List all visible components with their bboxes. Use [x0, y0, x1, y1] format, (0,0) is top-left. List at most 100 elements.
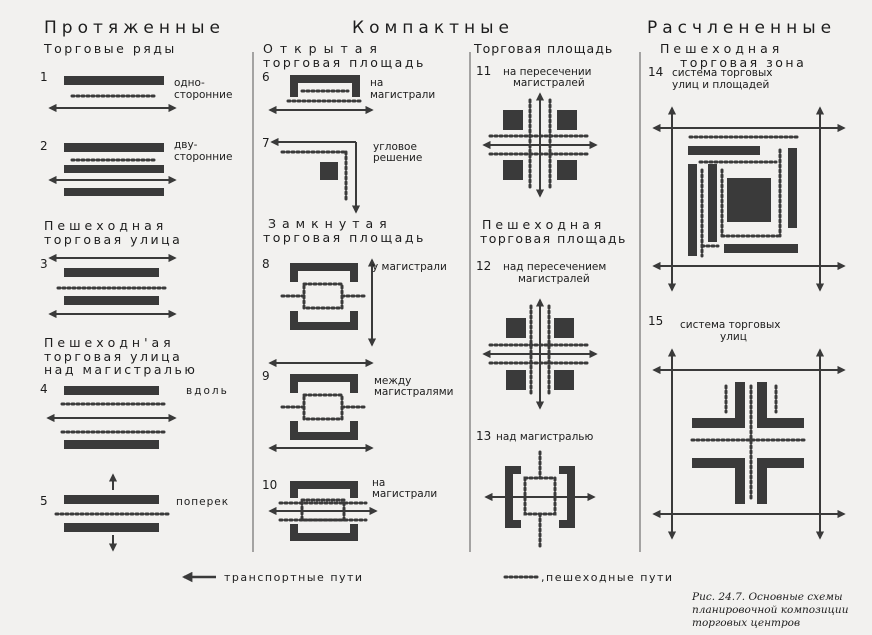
shop-block	[64, 386, 159, 395]
scheme-number: 5	[40, 494, 48, 508]
shop-block	[688, 164, 697, 256]
legend-transport-label: транспортные пути	[224, 571, 364, 584]
section-ped-over-3: над магистралью	[44, 362, 197, 377]
shop-block	[692, 458, 745, 504]
scheme-13: 13 над магистралью	[476, 429, 596, 550]
scheme-number: 3	[40, 257, 48, 271]
scheme-number: 4	[40, 382, 48, 396]
shop-block	[290, 263, 358, 282]
scheme-number: 15	[648, 314, 663, 328]
scheme-number: 6	[262, 70, 270, 84]
scheme-label: на пересечении	[503, 66, 592, 78]
section-ped-over-1: Пешеходн'ая	[44, 335, 175, 350]
scheme-label: поперек	[176, 496, 229, 508]
section-ped-zone-1: Пешеходная	[660, 41, 783, 56]
scheme-label: улиц и площадей	[672, 79, 769, 91]
shop-block	[290, 421, 358, 440]
scheme-label: магистралей	[518, 273, 590, 285]
scheme-label: у магистрали	[372, 261, 447, 273]
scheme-label: между	[374, 375, 411, 387]
header-compact: Компактные	[352, 18, 514, 38]
scheme-label: магистралями	[374, 386, 453, 398]
scheme-number: 2	[40, 139, 48, 153]
shop-block	[290, 524, 358, 541]
shop-block	[64, 495, 159, 504]
shop-block	[290, 311, 358, 330]
scheme-number: 8	[262, 257, 270, 271]
scheme-number: 7	[262, 136, 270, 150]
scheme-label: над магистралью	[496, 431, 593, 443]
caption-line: торговых центров	[692, 617, 800, 629]
scheme-number: 14	[648, 65, 663, 79]
shop-block	[64, 523, 159, 532]
scheme-label: система торговых	[680, 319, 780, 331]
shop-block	[64, 268, 159, 277]
shop-block	[554, 318, 574, 338]
shop-block	[290, 374, 358, 393]
scheme-label: над пересечением	[503, 261, 606, 273]
scheme-number: 10	[262, 478, 277, 492]
caption-line: Рис. 24.7. Основные схемы	[691, 591, 843, 603]
scheme-10: 10 на магистрали	[262, 477, 437, 541]
shop-block	[506, 370, 526, 390]
shop-block	[557, 110, 577, 130]
pedestrian-square	[302, 282, 344, 310]
scheme-label: магистрали	[370, 89, 435, 101]
shop-block	[708, 164, 717, 242]
scheme-label: сторонние	[174, 89, 232, 101]
shop-block	[64, 76, 164, 85]
section-ped-street-2: торговая улица	[44, 232, 182, 247]
caption-line: планировочной композиции	[692, 604, 849, 616]
shop-block	[290, 75, 360, 83]
scheme-label: сторонние	[174, 151, 232, 163]
scheme-number: 1	[40, 70, 48, 84]
scheme-label: на	[372, 477, 385, 489]
section-closed-square-1: Замкнутая	[268, 216, 393, 231]
scheme-number: 12	[476, 259, 491, 273]
scheme-15: 15 система торговых улиц	[648, 314, 846, 540]
scheme-12: 12 над пересечением магистралей	[476, 259, 606, 410]
pedestrian-square	[302, 393, 344, 421]
header-dissected: Расчлененные	[647, 18, 836, 38]
scheme-label: дву-	[174, 139, 198, 151]
section-ped-square-2: торговая площадь	[480, 231, 627, 246]
scheme-8: 8 у магистрали	[262, 257, 447, 347]
scheme-6: 6 на магистрали	[262, 70, 435, 115]
shop-block	[290, 481, 358, 498]
shop-block	[64, 188, 164, 196]
shop-block	[290, 75, 298, 97]
scheme-number: 9	[262, 369, 270, 383]
legend: транспортные пути ,пешеходные пути	[181, 571, 674, 584]
scheme-label: система торговых	[672, 67, 772, 79]
shop-block	[788, 148, 797, 228]
scheme-label: вдоль	[186, 385, 229, 397]
scheme-label: одно-	[174, 77, 205, 89]
shop-block	[352, 75, 360, 97]
section-open-square-1: Открытая	[263, 41, 384, 56]
shop-block	[724, 244, 798, 253]
scheme-2: 2 дву- сторонние	[40, 139, 232, 196]
section-shopping-rows: Торговые ряды	[43, 41, 177, 56]
shop-block	[557, 160, 577, 180]
shop-block	[64, 440, 159, 449]
section-shopping-square: Торговая площадь	[473, 41, 613, 56]
section-ped-street-1: Пешеходная	[44, 218, 167, 233]
section-closed-square-2: торговая площадь	[263, 230, 426, 245]
section-ped-square-1: Пешеходная	[482, 217, 605, 232]
scheme-number: 11	[476, 64, 491, 78]
shop-block	[692, 382, 745, 428]
scheme-4: 4 вдоль	[40, 382, 229, 449]
section-open-square-2: торговая площадь	[263, 55, 426, 70]
scheme-label: на	[370, 77, 383, 89]
shop-block	[64, 165, 164, 173]
legend-pedestrian-label: ,пешеходные пути	[541, 571, 674, 584]
shop-block	[503, 160, 523, 180]
scheme-14: 14 система торговых улиц и площадей	[648, 65, 846, 292]
scheme-7: 7 угловое решение	[262, 136, 422, 214]
scheme-label: магистрали	[372, 488, 437, 500]
central-shop-block	[727, 178, 771, 222]
shop-block	[64, 296, 159, 305]
shop-block	[757, 458, 804, 504]
scheme-label: улиц	[720, 331, 747, 343]
